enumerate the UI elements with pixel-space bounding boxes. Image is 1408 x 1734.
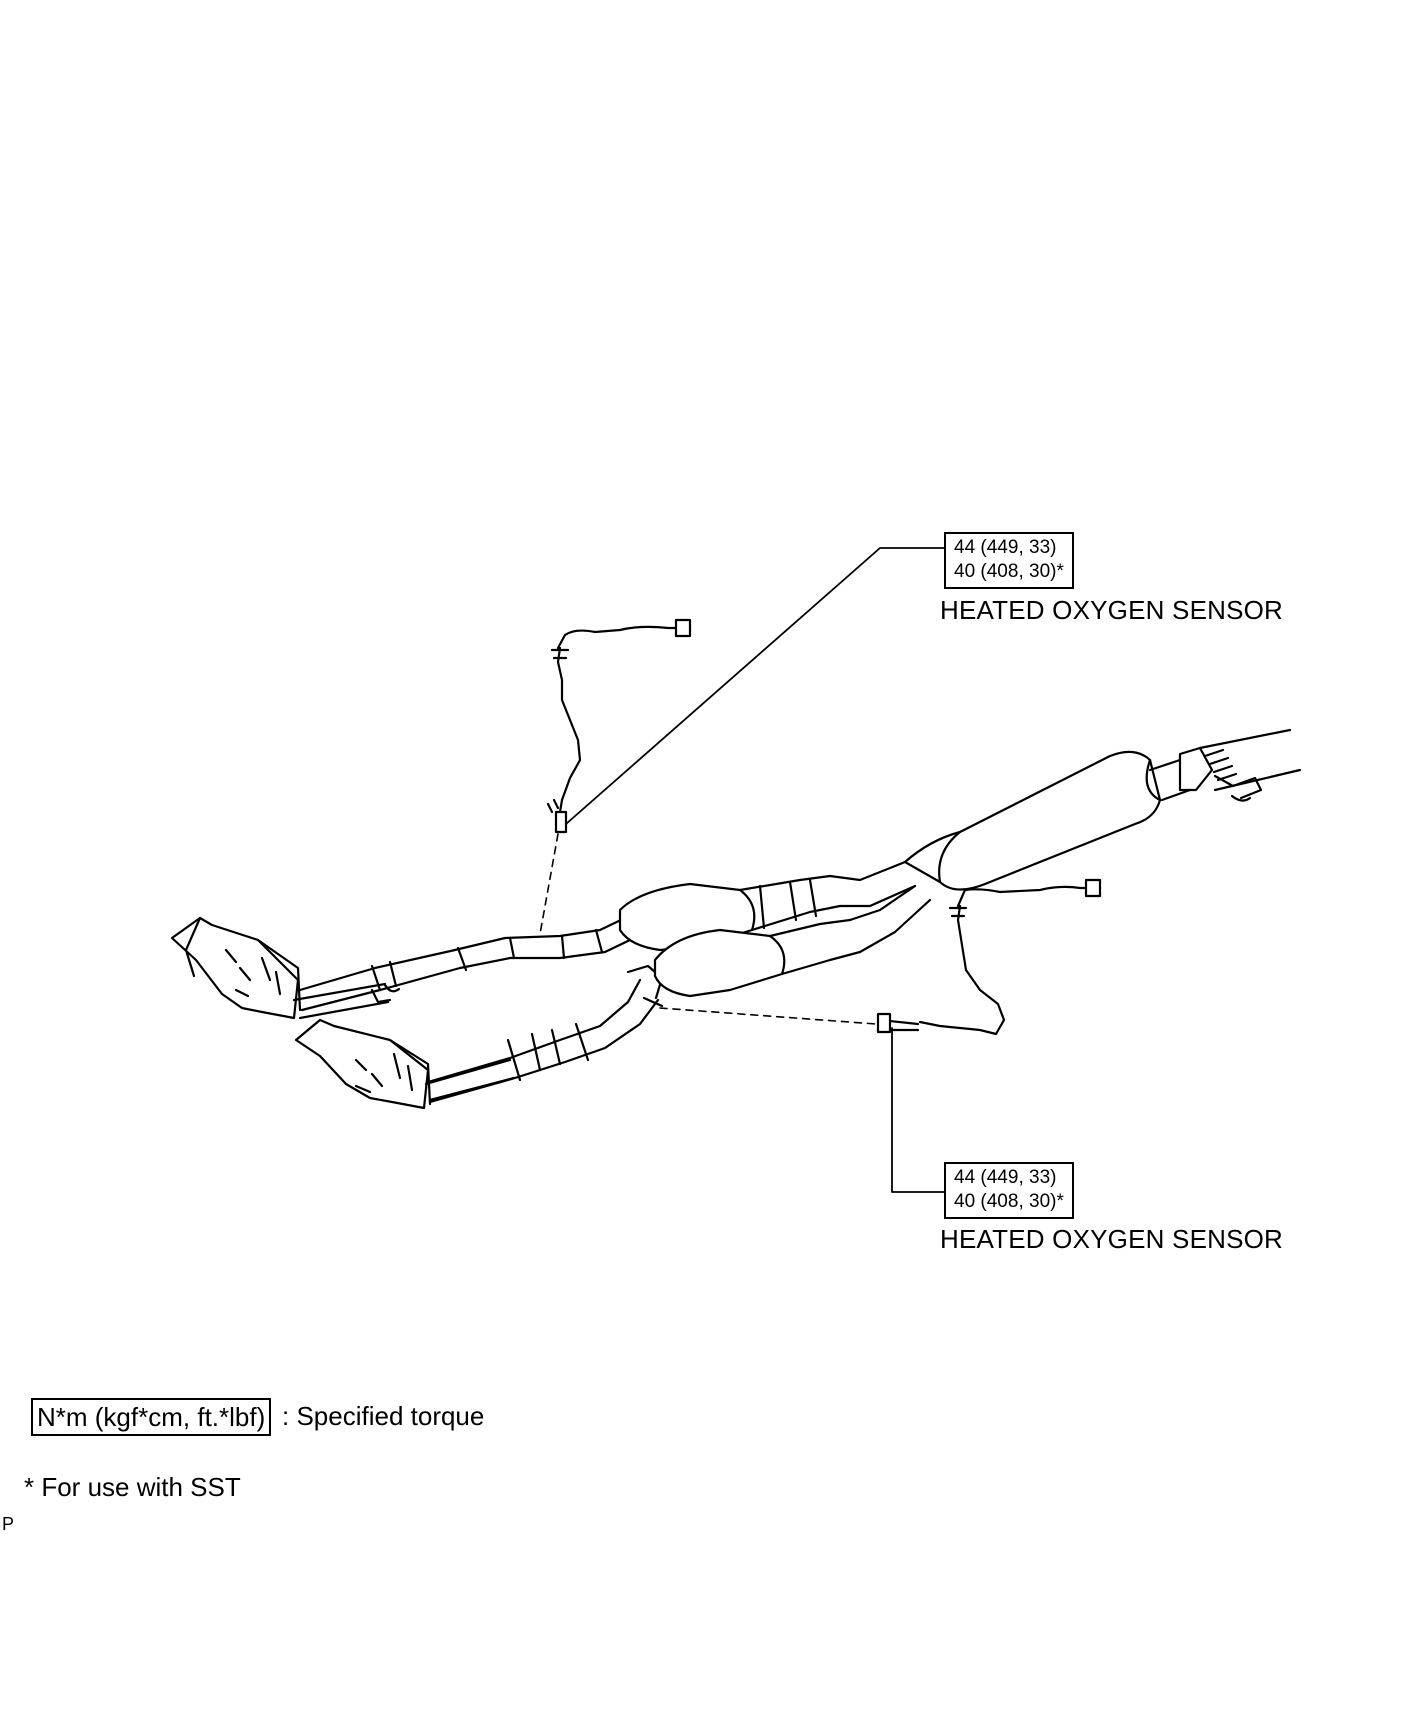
upper-oxygen-sensor bbox=[546, 618, 692, 834]
upper-torque-line-2: 40 (408, 30)* bbox=[954, 561, 1064, 582]
lower-torque-spec-box: 44 (449, 33) 40 (408, 30)* bbox=[944, 1162, 1074, 1219]
center-catalyst-pair bbox=[618, 860, 932, 998]
upper-sensor-label: HEATED OXYGEN SENSOR bbox=[940, 595, 1284, 625]
upper-sensor-dashed-guide bbox=[539, 833, 559, 935]
lower-sensor-label: HEATED OXYGEN SENSOR bbox=[940, 1224, 1284, 1254]
lower-sensor-dashed-guide bbox=[659, 1007, 877, 1025]
corner-mark: P bbox=[2, 1514, 15, 1534]
torque-unit-description: : Specified torque bbox=[282, 1401, 485, 1431]
main-muffler bbox=[903, 728, 1302, 891]
upper-torque-line-1: 44 (449, 33) bbox=[954, 537, 1057, 558]
catalytic-converter-upper bbox=[170, 916, 390, 1020]
lower-torque-line-2: 40 (408, 30)* bbox=[954, 1191, 1064, 1212]
lower-oxygen-sensor bbox=[876, 878, 1102, 1036]
lower-torque-line-1: 44 (449, 33) bbox=[954, 1167, 1057, 1188]
upper-torque-spec-box: 44 (449, 33) 40 (408, 30)* bbox=[944, 532, 1074, 589]
front-pipe-lower bbox=[426, 964, 664, 1104]
front-pipe-upper bbox=[298, 898, 662, 1012]
lower-callout-leader bbox=[891, 1027, 946, 1193]
catalytic-converter-lower bbox=[294, 1018, 516, 1110]
torque-unit-box: N*m (kgf*cm, ft.*lbf) bbox=[31, 1398, 272, 1436]
upper-callout-leader bbox=[565, 547, 946, 825]
sst-note: * For use with SST bbox=[24, 1472, 241, 1502]
